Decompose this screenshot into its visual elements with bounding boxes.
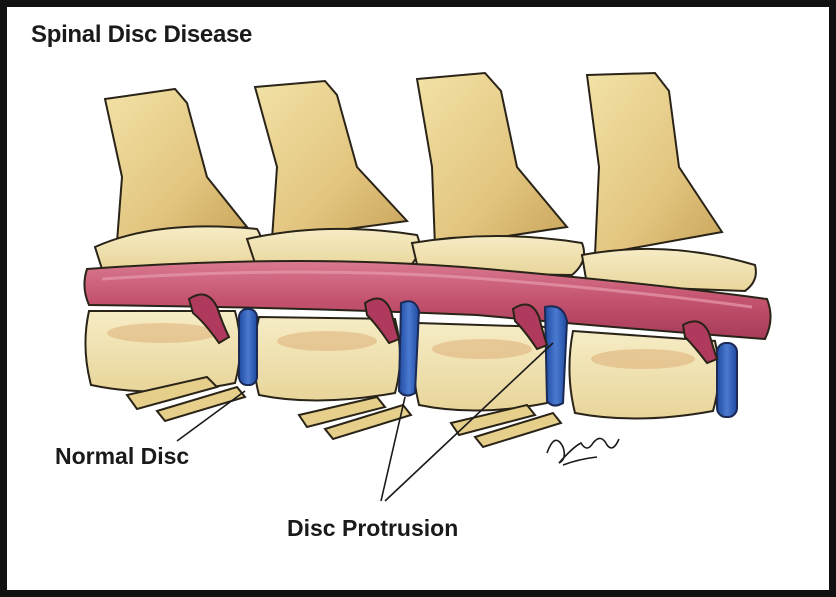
vertebral-bodies [84,310,720,420]
spinous-process-1 [103,87,249,244]
spinous-process-4 [585,71,724,257]
intervertebral-discs [238,300,738,418]
process-1b [155,385,247,423]
nerve-root-3 [511,303,549,351]
nerve-root-1 [187,293,231,345]
nerve-roots [187,293,719,365]
label-disc-protrusion: Disc Protrusion [287,515,459,541]
leader-normal-disc [176,390,246,442]
leader-lines [176,342,554,502]
spinous-processes [103,71,724,257]
vertebral-body-2 [253,315,401,402]
bone-texture [107,323,695,369]
process-1a [125,375,219,411]
nerve-root-4 [681,320,719,365]
arch-3 [410,235,585,277]
transverse-processes [125,375,563,449]
process-2b [323,403,413,441]
leader-protrusion-1 [380,396,406,502]
cord-highlight [101,270,753,309]
signature-icon [546,437,620,466]
spine-illustration [83,71,772,502]
nerve-root-2 [363,297,401,345]
spinous-process-3 [415,71,569,249]
protruding-disc-1 [397,300,421,397]
process-3b [473,411,563,449]
vertebral-arches [93,225,757,293]
disc-4 [716,342,738,418]
normal-disc [238,308,258,386]
diagram-title: Spinal Disc Disease [31,21,253,48]
leader-protrusion-2 [384,342,554,502]
process-2a [297,395,387,429]
arch-2 [245,227,421,270]
label-normal-disc: Normal Disc [55,443,190,469]
arch-4 [580,247,757,293]
spinous-process-2 [253,79,410,241]
process-3a [449,403,537,437]
protruding-disc-2 [543,305,569,407]
